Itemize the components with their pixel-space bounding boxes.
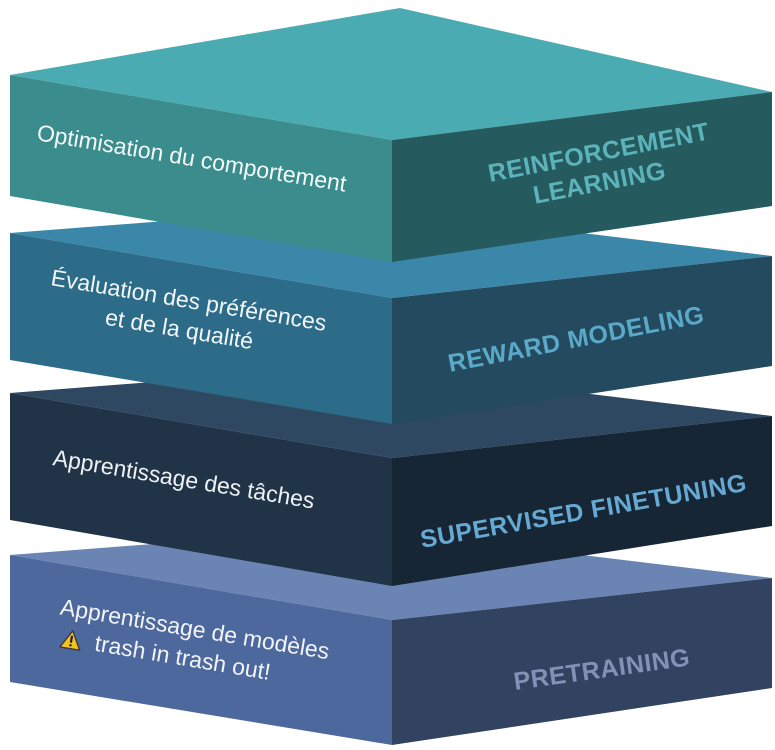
- supervised-finetuning-right-face: [392, 416, 772, 586]
- supervised-finetuning-left-face: [10, 393, 392, 586]
- layer-pretraining: Apprentissage de modèles trash in trash …: [10, 528, 772, 745]
- layer-reinforcement-learning: Optimisation du comportement REINFORCEME…: [10, 8, 772, 262]
- pretraining-right-face: [392, 578, 772, 745]
- reward-modeling-right-face: [392, 256, 772, 424]
- reinforcement-learning-right-face: [392, 92, 772, 262]
- reward-modeling-left-face: [10, 233, 392, 424]
- reinforcement-learning-top-face: [10, 8, 772, 140]
- warning-triangle-icon: [59, 630, 81, 651]
- reinforcement-learning-left-face: [10, 75, 392, 262]
- pretraining-left-face: [10, 555, 392, 745]
